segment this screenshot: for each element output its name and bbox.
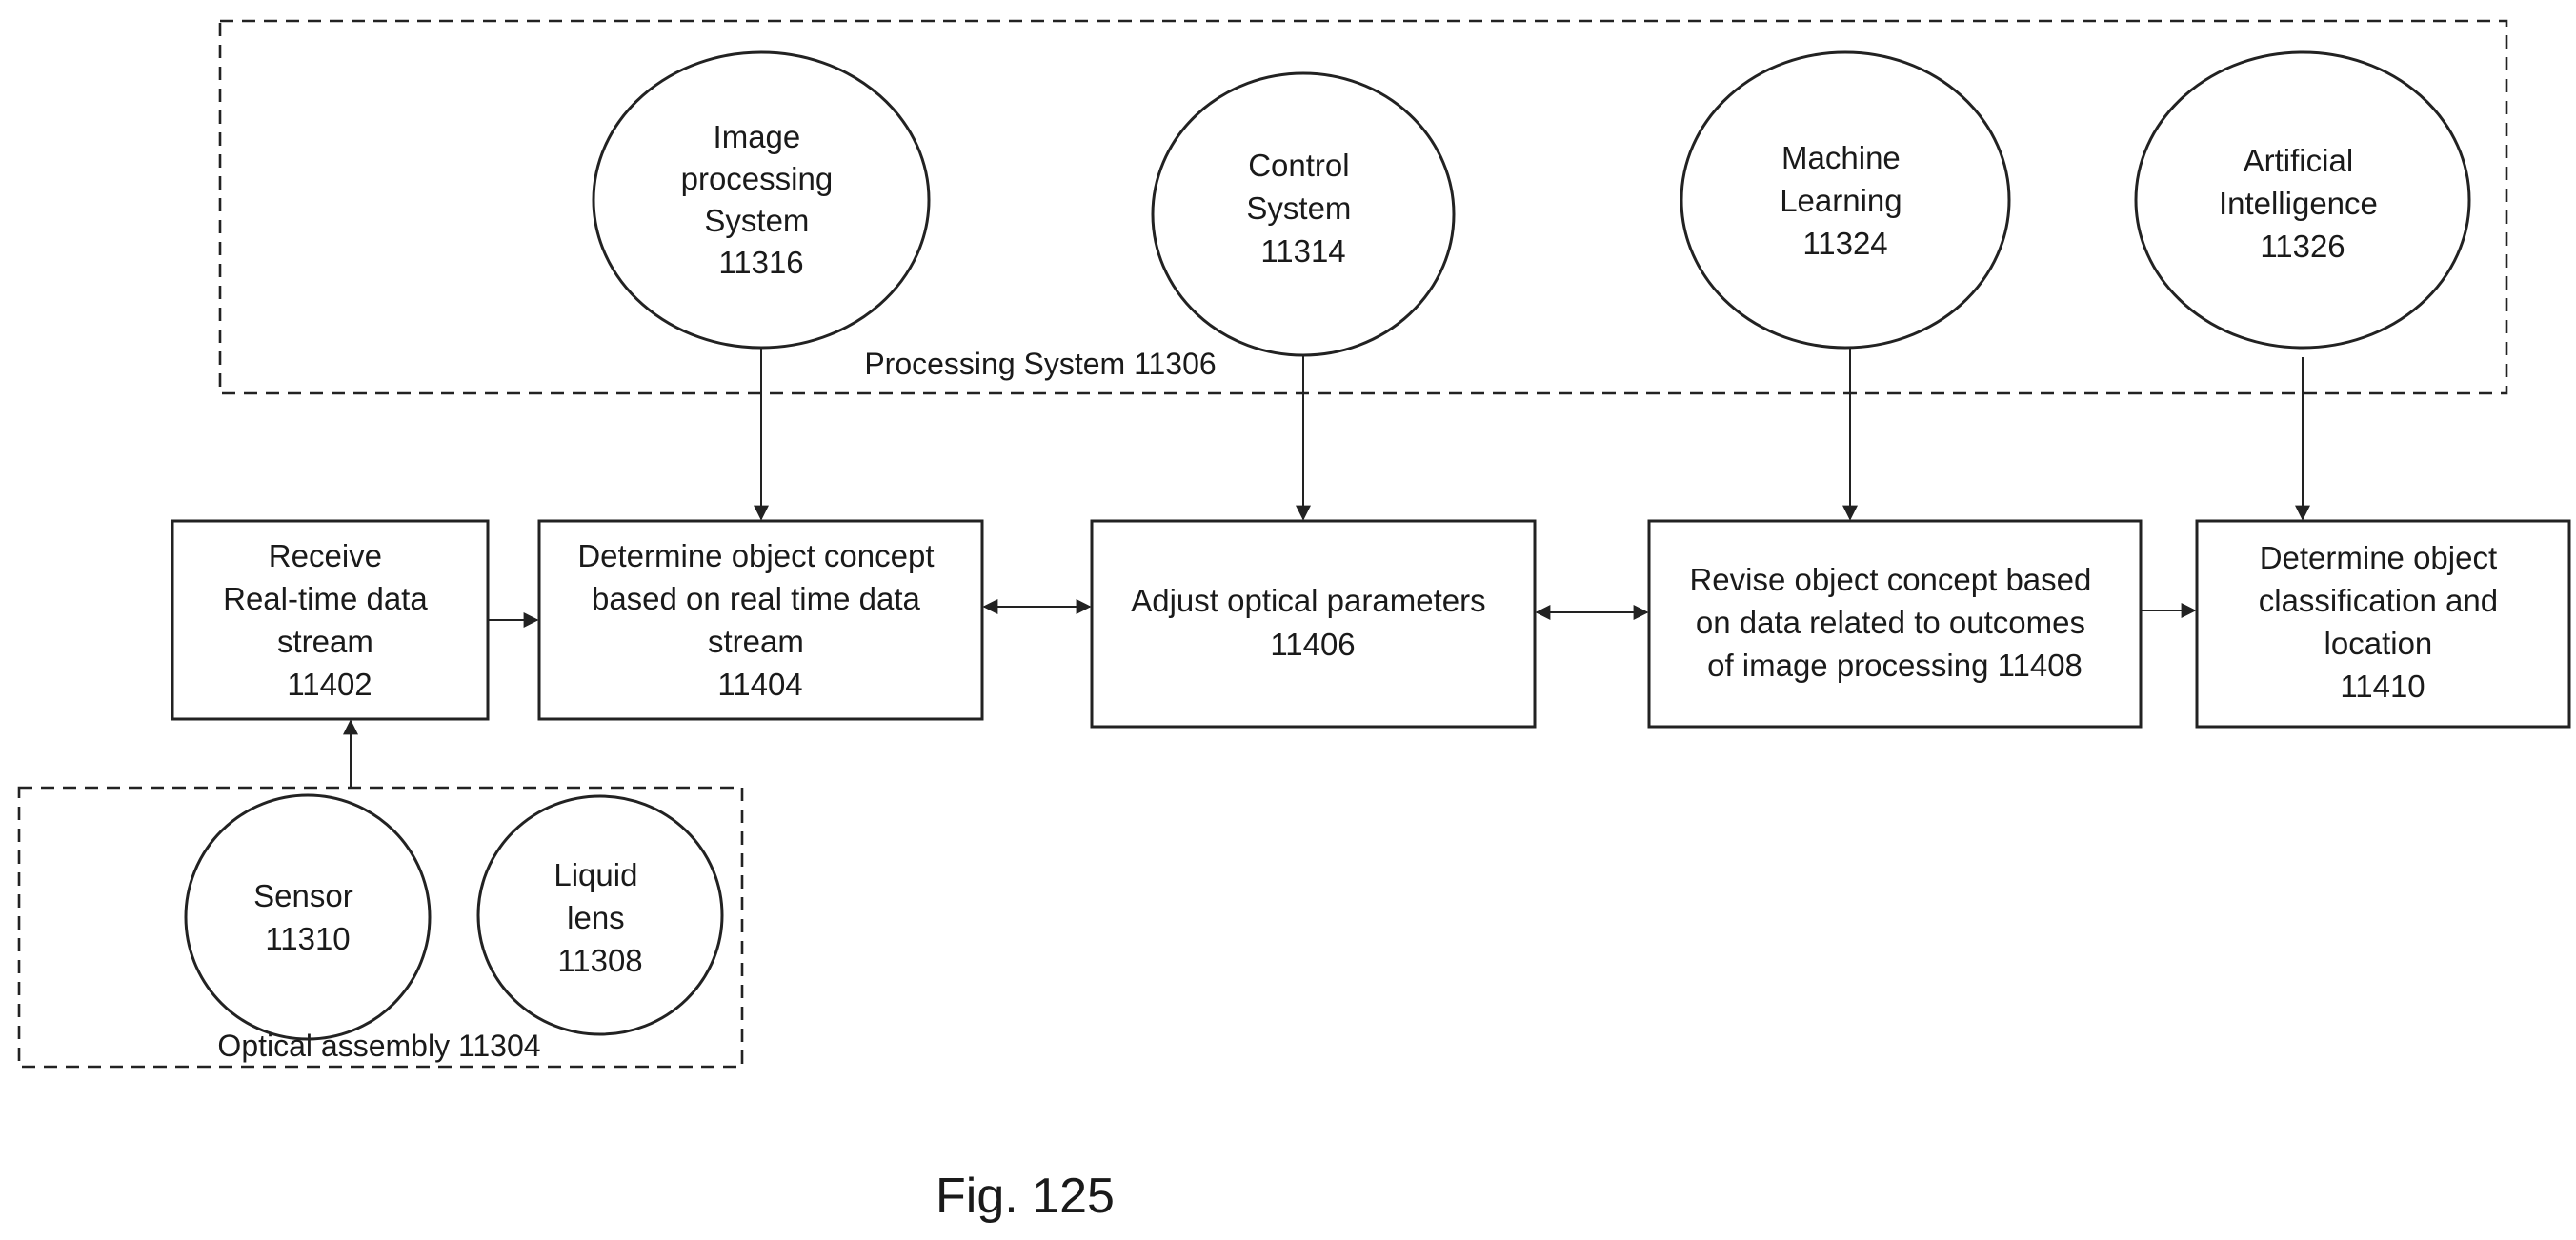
ai-line-3: 11326	[2260, 229, 2345, 264]
adjust-line-2: 11406	[1270, 627, 1355, 662]
liquid-lens-line-3: 11308	[557, 943, 642, 978]
determine-concept-line-4: 11404	[717, 667, 802, 702]
revise-line-2: on data related to outcomes	[1696, 605, 2085, 640]
image-processing-system-node: Image processing System 11316	[594, 52, 929, 348]
classify-line-4: 11410	[2340, 669, 2425, 704]
sensor-line-2: 11310	[265, 921, 350, 956]
machine-learning-line-3: 11324	[1802, 226, 1887, 261]
svg-text:Determine object classif: Determine object classification and loca…	[2259, 540, 2506, 704]
control-system-line-1: Control	[1248, 148, 1349, 183]
processing-system-border	[220, 21, 2506, 393]
image-processing-line-4: 11316	[718, 245, 803, 280]
svg-text:Artificial Intelligenc: Artificial Intelligence 11326	[2219, 143, 2386, 264]
svg-text:Receive Real-time data: Receive Real-time data stream 11402	[223, 538, 436, 702]
optical-assembly-label: Optical assembly 11304	[217, 1029, 540, 1063]
machine-learning-line-2: Learning	[1780, 183, 1902, 218]
revise-line-1: Revise object concept based	[1689, 562, 2091, 597]
liquid-lens-node: Liquid lens 11308	[478, 796, 722, 1034]
determine-concept-line-2: based on real time data	[592, 581, 921, 616]
receive-line-1: Receive	[269, 538, 382, 573]
step-classify-box: Determine object classification and loca…	[2197, 521, 2569, 727]
sensor-line-1: Sensor	[253, 878, 353, 913]
receive-line-4: 11402	[287, 667, 372, 702]
determine-concept-line-3: stream	[708, 624, 804, 659]
optical-assembly-border	[19, 788, 742, 1067]
determine-concept-line-1: Determine object concept	[577, 538, 934, 573]
machine-learning-node: Machine Learning 11324	[1681, 52, 2009, 348]
control-system-line-3: 11314	[1260, 233, 1345, 269]
svg-text:Revise object concept based: Revise object concept based on data rela…	[1689, 562, 2100, 683]
processing-system-label: Processing System 11306	[864, 347, 1216, 381]
svg-text:Machine Learning: Machine Learning 11324	[1780, 140, 1911, 261]
control-system-node: Control System 11314	[1153, 73, 1454, 355]
image-processing-line-3: System	[704, 203, 809, 238]
ai-line-2: Intelligence	[2219, 186, 2378, 221]
liquid-lens-line-2: lens	[567, 900, 625, 935]
classify-line-2: classification and	[2259, 583, 2498, 618]
svg-text:Sensor 11310: Sensor 11310	[253, 878, 362, 956]
svg-text:Adjust optical parameters: Adjust optical parameters 11406	[1131, 583, 1495, 662]
optical-assembly-group: Optical assembly 11304 Sensor 11310 Liqu…	[19, 788, 742, 1067]
step-determine-concept-box: Determine object concept based on real t…	[539, 521, 982, 719]
receive-line-2: Real-time data	[223, 581, 428, 616]
step-adjust-box: Adjust optical parameters 11406	[1092, 521, 1535, 727]
svg-text:Image processing: Image processing System 11316	[681, 119, 842, 280]
artificial-intelligence-node: Artificial Intelligence 11326	[2136, 52, 2469, 348]
control-system-line-2: System	[1246, 190, 1351, 226]
liquid-lens-line-1: Liquid	[553, 857, 637, 892]
step-receive-box: Receive Real-time data stream 11402	[172, 521, 488, 719]
sensor-node: Sensor 11310	[186, 795, 430, 1039]
svg-text:Control System: Control System 11314	[1246, 148, 1359, 269]
processing-system-group: Processing System 11306 Image processing…	[220, 21, 2506, 393]
adjust-line-1: Adjust optical parameters	[1131, 583, 1485, 618]
step-revise-box: Revise object concept based on data rela…	[1649, 521, 2141, 727]
image-processing-line-2: processing	[681, 161, 834, 196]
svg-text:Liquid lens 11: Liquid lens 11308	[553, 857, 646, 978]
svg-text:Determine object concept: Determine object concept based on real t…	[577, 538, 942, 702]
revise-line-3: of image processing 11408	[1707, 648, 2083, 683]
ai-line-1: Artificial	[2244, 143, 2354, 178]
machine-learning-line-1: Machine	[1781, 140, 1901, 175]
classify-line-3: location	[2324, 626, 2433, 661]
image-processing-line-1: Image	[714, 119, 801, 154]
figure-label: Fig. 125	[936, 1169, 1115, 1224]
classify-line-1: Determine object	[2260, 540, 2497, 575]
receive-line-3: stream	[277, 624, 373, 659]
